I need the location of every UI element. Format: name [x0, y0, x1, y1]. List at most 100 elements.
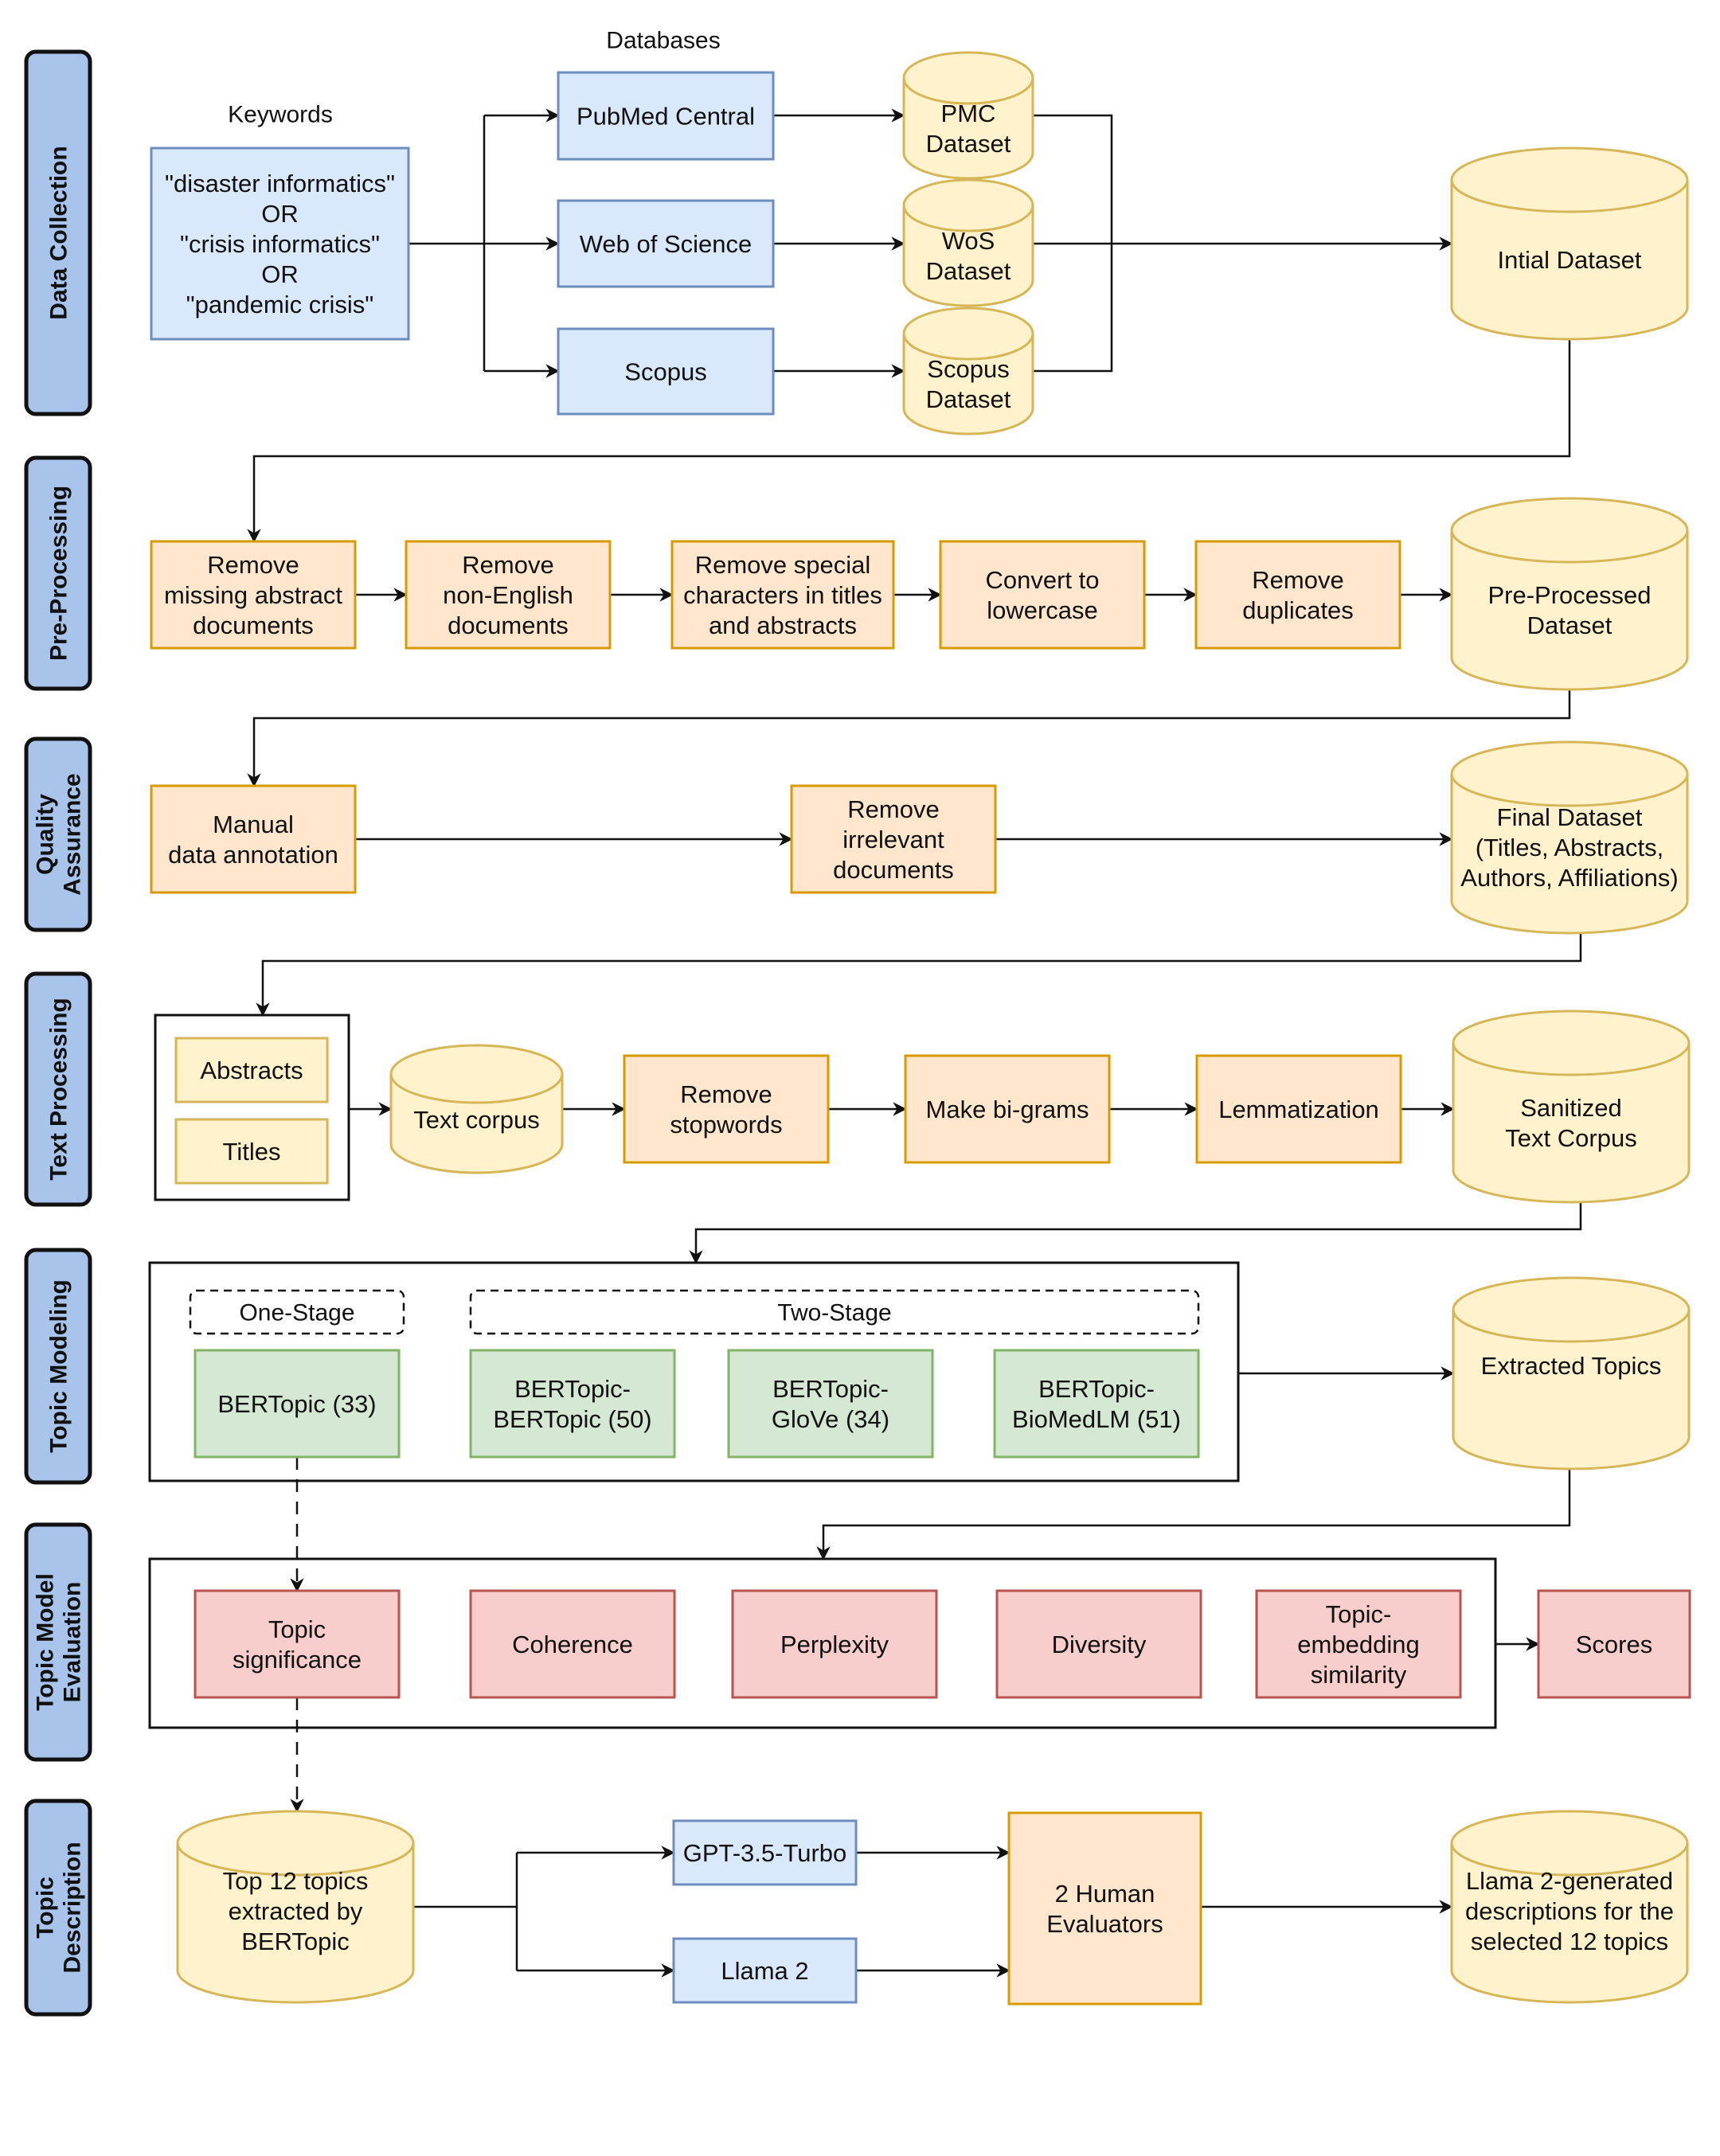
bertopic-33-box: BERTopic (33) [194, 1349, 401, 1459]
titles-label-line: Titles [223, 1138, 281, 1166]
lane-pre-processing: Pre-Processing [24, 455, 92, 691]
lane-data-collection: Data Collection [24, 49, 92, 416]
lane-topic-model-evaluation-title-line: Topic Model [33, 1573, 59, 1711]
gpt35-label-text: GPT-3.5-Turbo [683, 1839, 847, 1867]
diversity-label-line: Diversity [1052, 1631, 1147, 1658]
bertopic-biomedlm-label-line: BERTopic- [1038, 1375, 1155, 1403]
bertopic-biomedlm-label-text: BERTopic-BioMedLM (51) [1012, 1375, 1181, 1433]
llama2-label: Llama 2 [721, 1957, 808, 1985]
final-dataset-label-line: Final Dataset [1497, 803, 1643, 831]
scopus-dataset-label-line: Dataset [926, 385, 1011, 413]
lane-topic-model-evaluation-title-text: Topic ModelEvaluation [33, 1573, 86, 1711]
lemmatization-box: Lemmatization [1195, 1054, 1402, 1164]
abstracts-label: Abstracts [200, 1057, 303, 1084]
lanes: Data CollectionPre-ProcessingQualityAssu… [24, 49, 92, 2017]
lane-topic-description-title-line: Description [60, 1842, 86, 1973]
lane-quality-assurance-title-line: Assurance [60, 773, 86, 895]
remove-missing-label-line: Remove [207, 551, 299, 579]
pubmed-label: PubMed Central [577, 102, 755, 130]
text-corpus-label: Text corpus [413, 1106, 540, 1134]
lane-text-processing-title-text: Text Processing [46, 998, 72, 1181]
diversity-box: Diversity [995, 1589, 1202, 1699]
keywords-box-label-text: "disaster informatics"OR"crisis informat… [165, 170, 395, 318]
scopus-label-line: Scopus [624, 357, 706, 385]
final-dataset-label-text: Final Dataset(Titles, Abstracts,Authors,… [1460, 803, 1678, 892]
remove-irrelevant-label-line: documents [833, 856, 954, 884]
final-dataset-label: Final Dataset(Titles, Abstracts,Authors,… [1460, 803, 1678, 892]
lane-topic-modeling-title-line: Topic Modeling [46, 1279, 72, 1453]
sanitized-corpus-label-line: Sanitized [1520, 1094, 1622, 1122]
preprocessed-dataset-label-line: Dataset [1527, 611, 1612, 639]
scores-box: Scores [1537, 1589, 1691, 1699]
extracted-topics-label: Extracted Topics [1481, 1352, 1662, 1380]
pubmed-label-line: PubMed Central [577, 102, 755, 130]
lane-topic-model-evaluation: Topic ModelEvaluation [24, 1522, 92, 1762]
gpt35-box: GPT-3.5-Turbo [672, 1819, 858, 1886]
llama-descriptions-label-line: descriptions for the [1465, 1897, 1674, 1925]
preprocessed-dataset-label-line: Pre-Processed [1487, 581, 1651, 609]
convert-lowercase-label-line: Convert to [985, 566, 1099, 594]
databases-heading: Databases [606, 28, 720, 54]
llama-descriptions-label-line: Llama 2-generated [1466, 1867, 1673, 1895]
titles-label-text: Titles [223, 1138, 281, 1166]
lane-topic-modeling-title-text: Topic Modeling [46, 1279, 72, 1453]
topic-significance-label-line: significance [233, 1646, 362, 1674]
bertopic-glove-label: BERTopic-GloVe (34) [772, 1375, 889, 1433]
text-corpus-label-text: Text corpus [413, 1106, 540, 1134]
lane-pre-processing-title: Pre-Processing [46, 486, 72, 661]
wos-box: Web of Science [557, 199, 775, 288]
abstracts-box: Abstracts [174, 1037, 329, 1103]
bigrams-box: Make bi-grams [904, 1054, 1111, 1164]
scopus-dataset-label-line: Scopus [927, 355, 1009, 383]
keywords-heading-text: Keywords [228, 102, 333, 128]
gpt35-label: GPT-3.5-Turbo [683, 1839, 847, 1867]
titles-label: Titles [223, 1138, 281, 1166]
remove-special-label-line: Remove special [695, 551, 871, 579]
bertopic-bertopic-label-line: BERTopic (50) [493, 1405, 651, 1433]
llama2-box: Llama 2 [672, 1937, 858, 2004]
scopus-box: Scopus [557, 327, 775, 416]
top12-label-line: Top 12 topics [223, 1867, 369, 1895]
wos-label-line: Web of Science [580, 230, 752, 258]
bertopic-glove-label-text: BERTopic-GloVe (34) [772, 1375, 889, 1433]
llama2-label-line: Llama 2 [721, 1957, 808, 1985]
keywords-box-label-line: "disaster informatics" [165, 170, 395, 197]
embedding-similarity-label-line: similarity [1311, 1661, 1407, 1689]
bertopic-biomedlm-box: BERTopic-BioMedLM (51) [993, 1349, 1200, 1459]
lemmatization-label-line: Lemmatization [1218, 1096, 1379, 1123]
one-stage-label: One-Stage [239, 1300, 354, 1326]
scopus-label: Scopus [624, 357, 706, 385]
keywords-heading: Keywords [228, 102, 333, 128]
manual-annotation-label-line: data annotation [168, 841, 338, 869]
initial-dataset-cylinder: Intial Dataset [1450, 146, 1689, 341]
lane-topic-modeling-title: Topic Modeling [46, 1279, 72, 1453]
final-dataset-label-line: (Titles, Abstracts, [1476, 834, 1664, 861]
remove-stopwords-label-line: stopwords [670, 1111, 782, 1139]
scores-label: Scores [1576, 1631, 1652, 1658]
